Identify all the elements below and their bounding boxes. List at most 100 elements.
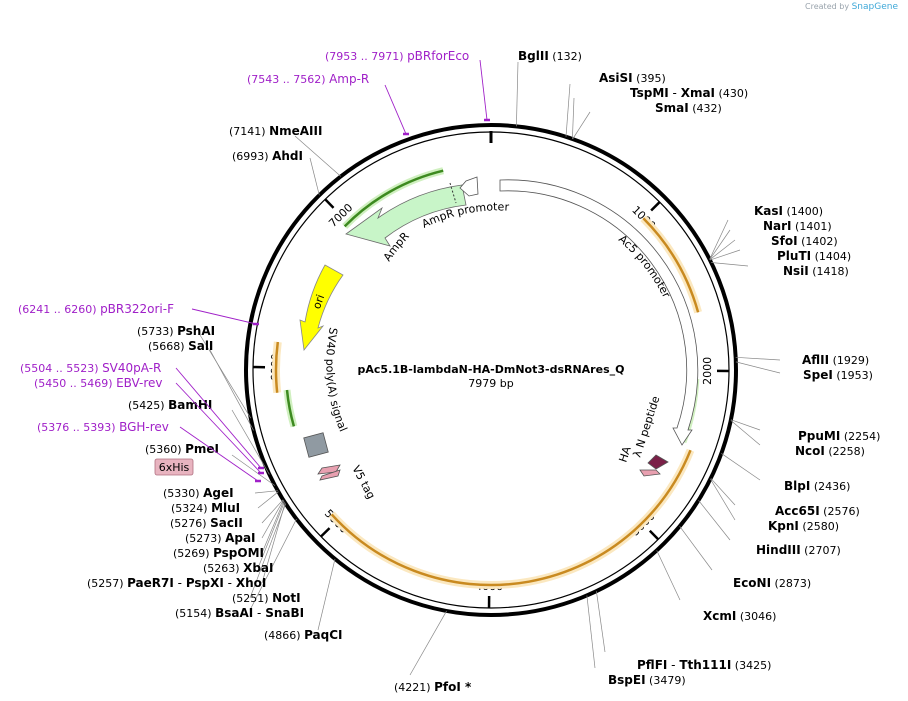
enzyme-line xyxy=(294,135,342,177)
enzyme-line xyxy=(516,61,519,127)
enzyme-position: (1402) xyxy=(798,235,838,248)
enzyme-label: SpeI (1953) xyxy=(803,368,873,382)
enzyme-label: (5330) AgeI xyxy=(163,486,234,500)
enzyme-name: BsaAI xyxy=(215,606,253,620)
ampr-arrow xyxy=(345,184,467,247)
enzyme-sep: - xyxy=(253,606,265,620)
primer-line xyxy=(191,308,257,325)
his-tag-box xyxy=(154,458,194,476)
enzyme-line xyxy=(309,157,320,196)
enzyme-name: PpuMI xyxy=(798,429,840,443)
enzyme-name: PshAI xyxy=(177,324,215,338)
enzyme-position: (132) xyxy=(549,50,582,63)
enzyme-name: NcoI xyxy=(795,444,825,458)
enzyme-line xyxy=(257,501,285,569)
enzyme-position: (1400) xyxy=(783,205,823,218)
enzyme-position: (432) xyxy=(689,102,722,115)
enzyme-name: PflFI xyxy=(637,658,667,672)
enzyme-line xyxy=(735,356,781,361)
enzyme-labels: BglII (132)AsiSI (395)TspMI - XmaI (430)… xyxy=(87,49,880,694)
primer-name: SV40pA-R xyxy=(102,361,161,375)
tick-5000 xyxy=(320,527,331,538)
enzyme-name: BglII xyxy=(518,49,549,63)
enzyme-name: EcoNI xyxy=(733,576,771,590)
primer-name: Amp-R xyxy=(329,72,369,86)
enzyme-position: (1953) xyxy=(833,369,873,382)
enzyme-name: MluI xyxy=(211,501,240,515)
enzyme-position: (4866) xyxy=(264,629,304,642)
primer-name: BGH-rev xyxy=(119,420,169,434)
enzyme-label: (5276) SacII xyxy=(170,516,243,530)
enzyme-position: (1418) xyxy=(809,265,849,278)
enzyme-position: (6993) xyxy=(232,150,272,163)
enzyme-position: (3479) xyxy=(646,674,686,687)
enzyme-label: (5324) MluI xyxy=(171,501,240,515)
enzyme-sep: - xyxy=(667,658,679,672)
enzyme-label: (5360) PmeI xyxy=(145,442,219,456)
orange-arcs xyxy=(272,215,702,590)
tick-1000 xyxy=(650,201,661,212)
enzyme-name: PaqCI xyxy=(304,628,342,642)
enzyme-label: KasI (1400) xyxy=(754,204,823,218)
ha-label: HA xyxy=(616,444,633,463)
enzyme-label: PflFI - Tth111I (3425) xyxy=(637,658,771,672)
enzyme-name: AhdI xyxy=(272,149,303,163)
enzyme-label: AsiSI (395) xyxy=(599,71,666,85)
enzyme-name: NmeAIII xyxy=(269,124,322,138)
enzyme-line xyxy=(698,500,731,541)
primer-line xyxy=(384,84,407,135)
primer-range: (7543 .. 7562) xyxy=(247,73,329,86)
enzyme-name: KasI xyxy=(754,204,783,218)
enzyme-position: (5251) xyxy=(232,592,272,605)
enzyme-name: XcmI xyxy=(703,609,736,623)
enzyme-line xyxy=(409,610,447,676)
tick-label-2000: 2000 xyxy=(701,357,714,385)
enzyme-name: SacII xyxy=(210,516,243,530)
primer-label: (6241 .. 6260) pBR322ori-F xyxy=(18,302,174,316)
enzyme-line xyxy=(317,558,336,631)
enzyme-label: KpnI (2580) xyxy=(768,519,839,533)
enzyme-label: PpuMI (2254) xyxy=(798,429,880,443)
enzyme-label: (5257) PaeR7I - PspXI - XhoI xyxy=(87,576,266,590)
enzyme-name: AsiSI xyxy=(599,71,633,85)
ori-label: ori xyxy=(310,293,327,311)
ac5-promoter-arrow xyxy=(499,179,699,446)
enzyme-name: KpnI xyxy=(768,519,799,533)
enzyme-position: (5273) xyxy=(185,532,225,545)
enzyme-name: NsiI xyxy=(783,264,809,278)
enzyme-position: (5360) xyxy=(145,443,185,456)
enzyme-label: (7141) NmeAIII xyxy=(229,124,322,138)
primer-labels: (7953 .. 7971) pBRforEco (7543 .. 7562) A… xyxy=(18,49,469,434)
enzyme-name: XbaI xyxy=(243,561,273,575)
enzyme-line xyxy=(572,97,575,139)
enzyme-name: HindIII xyxy=(756,543,801,557)
enzyme-position: (1401) xyxy=(792,220,832,233)
enzyme-position: (3046) xyxy=(736,610,776,623)
enzyme-name-2: XmaI xyxy=(681,86,715,100)
enzyme-line xyxy=(199,334,252,419)
his-tag-label: 6xHis xyxy=(159,461,190,474)
enzyme-line xyxy=(257,491,279,509)
enzyme-label: BglII (132) xyxy=(518,49,582,63)
tick-3000 xyxy=(648,529,660,541)
lambda-n-peptide-label: λ N peptide xyxy=(630,394,662,459)
ori-arrow xyxy=(299,264,344,351)
enzyme-position: (5257) xyxy=(87,577,127,590)
enzyme-line xyxy=(261,500,284,539)
enzyme-name-2: SnaBI xyxy=(265,606,304,620)
enzyme-line xyxy=(596,591,606,653)
enzyme-label: SfoI (1402) xyxy=(771,234,838,248)
enzyme-sep: - xyxy=(174,576,186,590)
primer-marks xyxy=(175,59,490,483)
enzyme-label: BspEI (3479) xyxy=(608,673,686,687)
ampr-promoter-dots xyxy=(449,182,457,204)
primer-label: (5450 .. 5469) EBV-rev xyxy=(34,376,163,390)
primer-range: (5504 .. 5523) xyxy=(20,362,102,375)
enzyme-line xyxy=(231,409,270,475)
primer-name: pBRforEco xyxy=(407,49,469,63)
primer-range: (7953 .. 7971) xyxy=(325,50,407,63)
enzyme-label: SmaI (432) xyxy=(655,101,722,115)
enzyme-position: (5276) xyxy=(170,517,210,530)
enzyme-position: (4221) xyxy=(394,681,434,694)
enzyme-line xyxy=(730,420,761,446)
